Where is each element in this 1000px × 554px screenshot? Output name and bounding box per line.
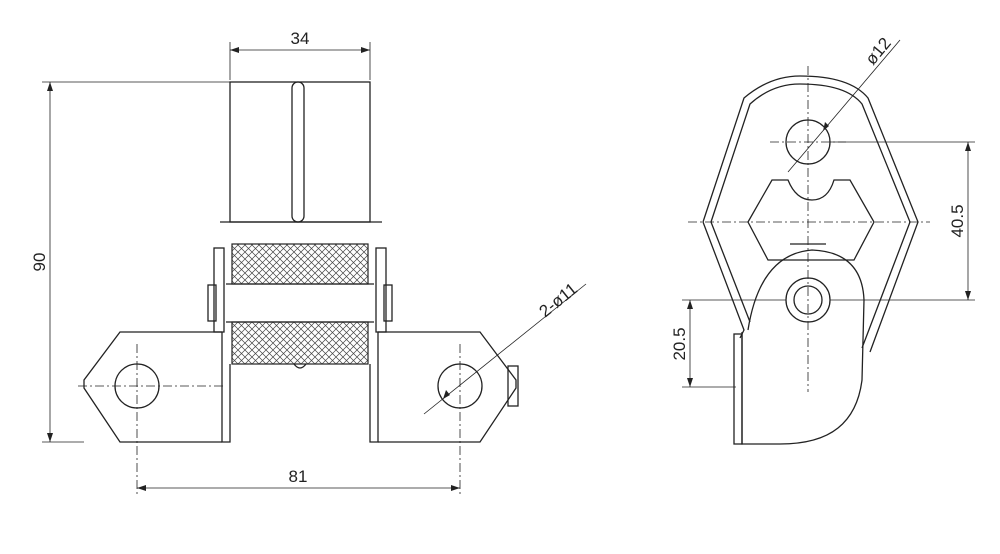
dim-offset-bottom: 20.5 xyxy=(670,327,689,360)
dim-hole-right: ø12 xyxy=(862,34,895,69)
bolt-head-right xyxy=(383,284,393,322)
bracket-lower-left-inner xyxy=(710,221,751,323)
bracket-outline-inner xyxy=(710,83,911,349)
bolt-head-left xyxy=(207,284,217,322)
front-view: 34 90 81 2-ø11 xyxy=(30,29,587,495)
arrow-2-d11 xyxy=(443,390,450,399)
arrow-d12 xyxy=(823,122,829,131)
bracket-leg-right xyxy=(369,332,379,443)
stud-pin xyxy=(291,81,305,223)
dim-height-left: 90 xyxy=(30,253,49,272)
dim-center-distance: 40.5 xyxy=(948,204,967,237)
bracket-leg-left xyxy=(221,332,231,443)
side-view: 40.5 20.5 ø12 xyxy=(670,34,975,445)
upper-housing xyxy=(229,81,371,223)
rubber-bump xyxy=(293,363,307,369)
dim-hole-left: 2-ø11 xyxy=(536,279,581,321)
lower-plate-edge xyxy=(733,333,743,445)
inner-cutout xyxy=(747,179,875,261)
lower-hole-inner xyxy=(793,285,823,315)
rubber-lower xyxy=(231,321,369,365)
bracket-ear-right xyxy=(378,331,517,443)
dim-width-top: 34 xyxy=(291,29,310,48)
leader-d12 xyxy=(787,39,901,173)
bracket-lower-left-outer xyxy=(702,221,745,339)
right-ear-tab xyxy=(507,365,519,407)
bracket-ear-left xyxy=(83,331,222,443)
rubber-upper xyxy=(231,243,369,285)
leader-2-d11 xyxy=(423,283,587,415)
arrows-20-5 xyxy=(687,300,693,387)
dim-span-bottom: 81 xyxy=(289,467,308,486)
bracket-outline-outer xyxy=(702,75,919,353)
